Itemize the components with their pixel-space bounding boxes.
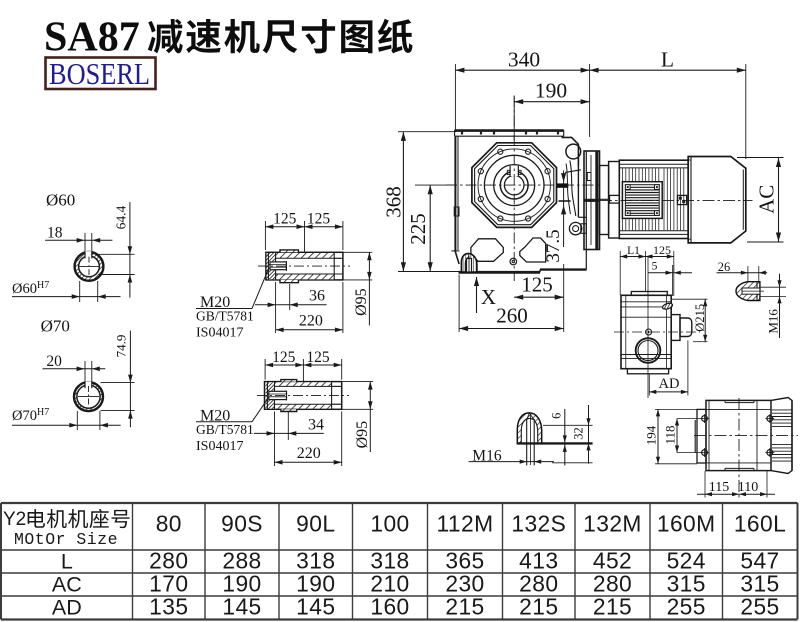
svg-text:365: 365 [445, 548, 484, 574]
svg-text:Ø60H7: Ø60H7 [12, 280, 49, 298]
svg-text:288: 288 [222, 548, 261, 574]
svg-text:220: 220 [297, 445, 321, 462]
svg-text:90S: 90S [221, 511, 263, 537]
svg-text:125: 125 [653, 243, 671, 257]
svg-text:115: 115 [709, 480, 729, 495]
svg-text:194: 194 [643, 425, 658, 445]
svg-text:Ø95: Ø95 [353, 288, 370, 316]
svg-text:170: 170 [149, 571, 188, 597]
svg-text:110: 110 [738, 480, 758, 495]
svg-text:112M: 112M [437, 511, 494, 537]
svg-text:BOSERL: BOSERL [49, 56, 150, 91]
svg-text:AD: AD [52, 596, 82, 620]
svg-text:L: L [61, 550, 73, 574]
svg-text:225: 225 [406, 213, 430, 245]
svg-text:280: 280 [149, 548, 188, 574]
svg-text:190: 190 [296, 571, 335, 597]
svg-text:64.4: 64.4 [113, 206, 128, 230]
svg-text:Ø95: Ø95 [354, 421, 371, 449]
svg-text:GB/T5781: GB/T5781 [196, 309, 254, 324]
svg-text:160: 160 [370, 594, 409, 620]
svg-text:5: 5 [652, 261, 658, 273]
svg-text:X: X [481, 285, 496, 309]
svg-text:368: 368 [382, 186, 406, 218]
svg-text:210: 210 [370, 571, 409, 597]
svg-text:118: 118 [662, 425, 677, 444]
svg-text:80: 80 [156, 511, 182, 537]
svg-text:135: 135 [149, 594, 188, 620]
svg-text:Ø70H7: Ø70H7 [12, 407, 49, 425]
svg-text:M20: M20 [200, 294, 230, 311]
svg-text:280: 280 [593, 571, 632, 597]
svg-text:145: 145 [296, 594, 335, 620]
svg-text:255: 255 [667, 594, 706, 620]
svg-text:L1: L1 [627, 245, 640, 257]
svg-text:AD: AD [659, 376, 680, 392]
svg-text:Y2: Y2 [3, 509, 26, 530]
svg-text:125: 125 [307, 210, 331, 227]
svg-text:90L: 90L [296, 511, 335, 537]
svg-text:M16: M16 [472, 448, 502, 465]
svg-text:100: 100 [370, 511, 409, 537]
svg-text:26: 26 [718, 260, 731, 274]
svg-text:MOtOr Size: MOtOr Size [14, 530, 118, 549]
svg-text:SA87: SA87 [44, 15, 140, 61]
svg-text:Ø215: Ø215 [693, 304, 707, 332]
svg-text:315: 315 [740, 571, 779, 597]
svg-text:230: 230 [445, 571, 484, 597]
svg-text:215: 215 [593, 594, 632, 620]
svg-text:132S: 132S [511, 511, 566, 537]
svg-text:125: 125 [521, 273, 553, 297]
svg-text:20: 20 [46, 353, 62, 370]
svg-text:IS04017: IS04017 [196, 439, 243, 454]
svg-text:36: 36 [309, 288, 325, 305]
svg-text:413: 413 [519, 548, 558, 574]
svg-text:L: L [661, 48, 674, 72]
svg-text:215: 215 [519, 594, 558, 620]
svg-text:220: 220 [299, 313, 323, 330]
svg-text:Ø70: Ø70 [41, 317, 70, 336]
svg-text:32: 32 [571, 427, 585, 440]
svg-text:160M: 160M [657, 511, 716, 537]
svg-text:318: 318 [370, 548, 409, 574]
svg-text:34: 34 [308, 417, 324, 434]
svg-text:6: 6 [550, 413, 564, 419]
svg-text:125: 125 [273, 210, 297, 227]
svg-text:190: 190 [222, 571, 261, 597]
svg-text:AC: AC [52, 573, 82, 597]
svg-text:315: 315 [667, 571, 706, 597]
svg-text:GB/T5781: GB/T5781 [196, 422, 254, 437]
svg-text:37.5: 37.5 [543, 229, 564, 262]
svg-text:215: 215 [445, 594, 484, 620]
svg-text:160L: 160L [734, 511, 786, 537]
svg-text:M16: M16 [765, 309, 780, 334]
svg-text:IS04017: IS04017 [196, 326, 243, 341]
svg-text:M20: M20 [200, 408, 230, 425]
svg-text:18: 18 [47, 225, 63, 242]
svg-text:Ø60: Ø60 [46, 191, 75, 210]
svg-text:255: 255 [740, 594, 779, 620]
svg-text:547: 547 [740, 548, 779, 574]
svg-text:340: 340 [508, 48, 540, 72]
svg-text:145: 145 [222, 594, 261, 620]
svg-text:260: 260 [496, 304, 528, 328]
svg-text:125: 125 [306, 349, 330, 366]
svg-text:190: 190 [535, 79, 567, 103]
svg-text:452: 452 [593, 548, 632, 574]
svg-text:125: 125 [272, 349, 296, 366]
svg-text:280: 280 [519, 571, 558, 597]
svg-text:AC: AC [755, 185, 779, 214]
svg-text:524: 524 [667, 548, 706, 574]
svg-text:132M: 132M [583, 511, 642, 537]
svg-text:318: 318 [296, 548, 335, 574]
svg-text:74.9: 74.9 [114, 335, 129, 358]
